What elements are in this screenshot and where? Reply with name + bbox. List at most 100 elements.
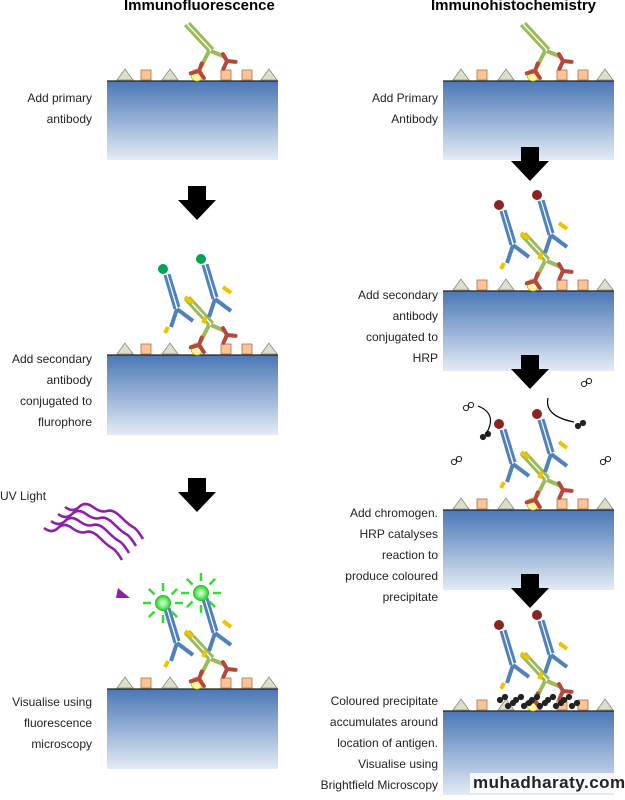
secondary-tip — [163, 326, 170, 334]
fluorescence-glow — [181, 573, 221, 613]
secondary-stem — [511, 462, 531, 478]
hrp-enzyme — [532, 190, 542, 200]
antigen-square — [577, 279, 589, 291]
coloured-precipitate — [528, 693, 541, 704]
right-step-2-label: Add secondary antibody conjugated to HRP — [357, 288, 438, 365]
secondary-tip — [537, 252, 544, 260]
fluorophore — [196, 254, 206, 264]
antigen-triangle — [161, 68, 179, 81]
molecule — [549, 693, 557, 701]
antigen-square — [220, 343, 232, 355]
antigen-triangle — [260, 676, 278, 689]
antigen-triangle — [452, 68, 470, 81]
binding-arm — [188, 61, 206, 81]
molecule — [528, 696, 536, 704]
secondary-antibody — [532, 409, 569, 479]
hrp-enzyme — [532, 610, 542, 620]
secondary-arm — [537, 418, 555, 455]
secondary-stem — [213, 297, 233, 313]
secondary-antibody — [196, 254, 233, 324]
molecule — [479, 433, 487, 441]
secondary-arm — [499, 428, 517, 465]
uv-light-wave — [57, 509, 138, 547]
molecule — [462, 404, 470, 412]
glow-ray — [170, 610, 179, 619]
primary-binding-tip — [188, 335, 206, 355]
right-step-3-label: Add chromogen. HRP catalyses reaction to… — [345, 506, 438, 604]
antigen-triangle — [497, 497, 515, 510]
primary-binding-tip — [557, 52, 574, 71]
antigen-triangle — [452, 698, 470, 711]
primary-stem — [519, 21, 551, 53]
secondary-antibody — [158, 264, 195, 334]
secondary-antibody — [532, 610, 569, 680]
antigen-square — [140, 343, 152, 355]
molecule — [512, 696, 520, 704]
molecule — [552, 702, 560, 710]
secondary-tip — [499, 682, 506, 690]
secondary-arm — [163, 273, 181, 310]
binding-arm — [524, 271, 542, 291]
coloured-precipitate — [568, 699, 581, 710]
primary-binding-tip — [221, 326, 238, 345]
antigen-square — [241, 69, 253, 81]
primary-binding-tip — [524, 490, 542, 510]
binding-arm — [188, 335, 206, 355]
secondary-arm — [169, 308, 179, 328]
antigen-square — [556, 498, 568, 510]
secondary-tip — [519, 651, 531, 661]
binding-arm — [221, 660, 238, 679]
primary-stem — [183, 21, 215, 53]
secondary-tip — [519, 450, 531, 460]
antigen-triangle — [161, 342, 179, 355]
down-arrow — [511, 574, 549, 608]
secondary-arm — [505, 244, 515, 264]
molecule — [565, 693, 573, 701]
molecule — [574, 422, 582, 430]
binding-arm — [524, 61, 542, 81]
secondary-tip — [183, 629, 195, 639]
chromogen-substrate — [580, 377, 593, 388]
molecule — [501, 693, 509, 701]
binding-arm — [221, 52, 238, 71]
molecule — [496, 696, 504, 704]
glow-ray — [147, 587, 156, 596]
antigen-triangle — [596, 497, 614, 510]
secondary-tip — [499, 481, 506, 489]
left-step-3-label: UV Light — [0, 489, 47, 503]
glow-ray — [185, 600, 194, 609]
secondary-tip — [183, 295, 195, 305]
antigen-square — [476, 69, 488, 81]
primary-binding-tip — [557, 481, 574, 500]
molecule — [544, 696, 552, 704]
uv-light-wave — [64, 502, 145, 540]
coloured-precipitate — [560, 693, 573, 704]
molecule — [604, 455, 612, 463]
secondary-stem — [175, 307, 195, 323]
antigen-square — [476, 498, 488, 510]
molecule — [573, 699, 581, 707]
primary-antibody — [519, 21, 574, 81]
primary-binding-tip — [557, 262, 574, 281]
secondary-arm — [207, 298, 217, 318]
down-arrow — [511, 147, 549, 181]
secondary-tip — [557, 641, 569, 651]
hrp-enzyme — [532, 409, 542, 419]
secondary-tip — [221, 619, 233, 629]
antigen-square — [476, 699, 488, 711]
secondary-tip — [163, 660, 170, 668]
antigen-triangle — [452, 278, 470, 291]
tissue-slab — [107, 81, 278, 160]
slide-with-antigens — [107, 342, 278, 435]
coloured-precipitate — [512, 693, 525, 704]
title-immunohistochemistry: Immunohistochemistry — [431, 0, 597, 14]
secondary-arm — [543, 654, 553, 674]
uv-arrowhead — [116, 588, 130, 598]
antigen-square — [556, 279, 568, 291]
secondary-stem — [549, 233, 569, 249]
primary-binding-tip — [188, 61, 206, 81]
antigen-triangle — [116, 342, 134, 355]
slide-with-antigens — [107, 676, 278, 769]
glow-core — [193, 585, 209, 601]
